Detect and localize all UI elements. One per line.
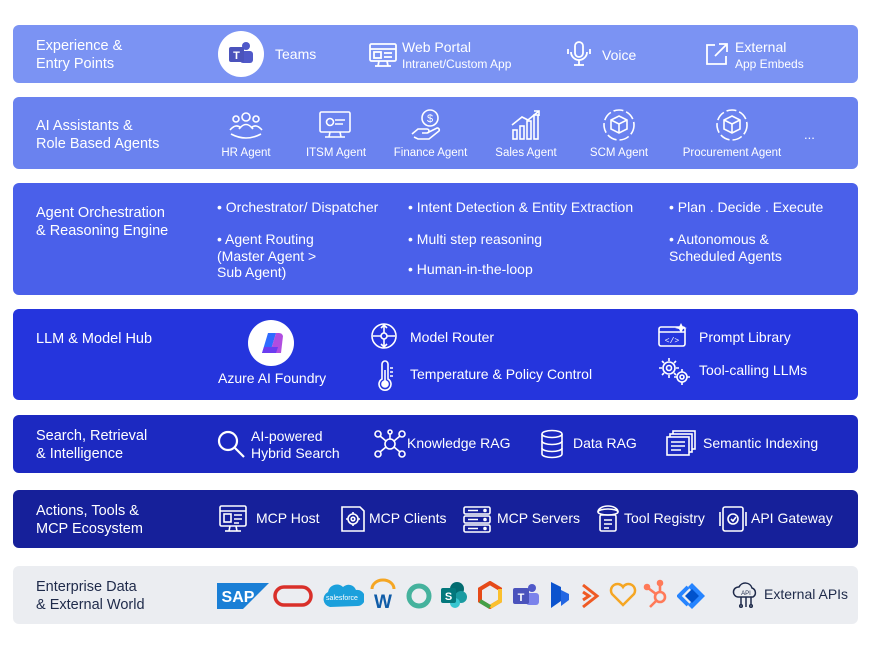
heart-logo xyxy=(609,582,637,608)
svg-text:API: API xyxy=(741,591,751,597)
agent-label: Sales Agent xyxy=(495,147,557,159)
dynamics-logo xyxy=(547,580,573,610)
bullet-human-in-loop: • Human-in-the-loop xyxy=(408,261,533,277)
bullet-orchestrator: • Orchestrator/ Dispatcher xyxy=(217,199,379,215)
salesforce-logo: salesforce xyxy=(320,581,364,611)
prompt-library-icon: </> xyxy=(657,322,689,350)
layer-title: Enterprise Data & External World xyxy=(36,579,145,613)
oracle-logo xyxy=(273,585,313,607)
web-portal-label: Web Portal xyxy=(402,39,471,55)
svg-text:SAP: SAP xyxy=(222,589,255,606)
model-router-label: Model Router xyxy=(410,329,495,345)
mcp-clients-label: MCP Clients xyxy=(369,510,447,526)
sap-logo: SAP xyxy=(217,583,269,609)
sharepoint-logo: S xyxy=(439,580,469,610)
svg-text:salesforce: salesforce xyxy=(326,595,358,602)
microphone-icon xyxy=(567,40,591,68)
tool-calling-label: Tool-calling LLMs xyxy=(699,362,808,378)
knowledge-graph-icon xyxy=(373,429,407,459)
web-portal-sub: Intranet/Custom App xyxy=(402,57,512,71)
layer-actions: Actions, Tools & MCP Ecosystem MCP Host … xyxy=(13,490,858,548)
svg-text:W: W xyxy=(374,592,392,612)
procurement-agent-icon xyxy=(714,107,750,143)
agent-label: Procurement Agent xyxy=(682,147,782,159)
gears-icon xyxy=(657,356,691,386)
layer-experience: Experience & Entry Points T Teams Web Po… xyxy=(13,25,858,83)
svg-text:$: $ xyxy=(427,113,433,125)
hubspot-logo xyxy=(643,579,671,611)
more-agents-ellipsis: ... xyxy=(804,127,815,142)
database-icon xyxy=(539,429,565,459)
workday-logo: W xyxy=(369,578,397,612)
bullet-intent-detection: • Intent Detection & Entity Extraction xyxy=(408,199,634,215)
data-rag-label: Data RAG xyxy=(573,435,637,451)
teams-logo: T xyxy=(511,581,541,609)
web-portal-icon xyxy=(368,41,398,69)
teams-label: Teams xyxy=(275,46,317,62)
external-link-icon xyxy=(704,41,730,67)
thermometer-icon xyxy=(375,360,395,392)
layer-title: Actions, Tools & MCP Ecosystem xyxy=(36,503,143,537)
search-icon xyxy=(216,429,246,459)
ring-logo xyxy=(405,582,433,610)
external-api-icon: API xyxy=(731,580,761,610)
tool-registry-label: Tool Registry xyxy=(624,510,705,526)
hr-agent-icon xyxy=(228,110,264,140)
mcp-servers-label: MCP Servers xyxy=(497,510,580,526)
azure-ai-foundry-logo xyxy=(248,320,294,366)
agent-label: SCM Agent xyxy=(589,147,649,159)
bullet-multi-step: • Multi step reasoning xyxy=(408,231,543,247)
finance-agent-icon: $ xyxy=(410,108,446,142)
voice-label: Voice xyxy=(602,47,637,63)
itsm-agent-icon xyxy=(318,110,352,140)
knowledge-rag-label: Knowledge RAG xyxy=(407,435,511,451)
layer-title: Agent Orchestration & Reasoning Engine xyxy=(36,205,169,239)
semantic-indexing-label: Semantic Indexing xyxy=(703,435,819,451)
api-gateway-icon xyxy=(718,504,748,534)
bullet-plan-decide: • Plan . Decide . Execute xyxy=(669,199,824,215)
bullet-agent-routing: • Agent Routing (Master Agent > Sub Agen… xyxy=(217,231,317,280)
layer-title: AI Assistants & Role Based Agents xyxy=(36,118,160,152)
layer-title: LLM & Model Hub xyxy=(36,331,153,347)
model-router-icon xyxy=(370,322,398,350)
svg-text:S: S xyxy=(445,591,452,603)
agent-label: ITSM Agent xyxy=(305,147,367,159)
svg-text:T: T xyxy=(233,50,240,62)
temperature-label: Temperature & Policy Control xyxy=(410,366,593,382)
mcp-host-icon xyxy=(218,504,248,534)
prompt-library-label: Prompt Library xyxy=(699,329,791,345)
mcp-clients-icon xyxy=(338,504,368,534)
layer-assistants: AI Assistants & Role Based Agents HR Age… xyxy=(13,97,858,169)
tool-registry-icon xyxy=(592,503,624,535)
external-label: External xyxy=(735,39,787,55)
bullet-autonomous: • Autonomous & Scheduled Agents xyxy=(669,231,782,264)
layer-llm-hub: LLM & Model Hub Azure AI Foundry Model R… xyxy=(13,309,858,400)
azure-ai-foundry-label: Azure AI Foundry xyxy=(218,370,327,386)
api-gateway-label: API Gateway xyxy=(751,510,833,526)
svg-text:</>: </> xyxy=(665,337,680,346)
agent-label: Finance Agent xyxy=(393,147,468,159)
office-logo xyxy=(476,581,504,609)
layer-title: Experience & Entry Points xyxy=(36,38,123,72)
external-sub: App Embeds xyxy=(735,57,804,71)
layer-title: Search, Retrieval & Intelligence xyxy=(36,428,148,462)
mcp-host-label: MCP Host xyxy=(256,510,320,526)
stack-icon xyxy=(665,429,697,459)
svg-text:T: T xyxy=(518,592,525,604)
layer-search: Search, Retrieval & Intelligence AI-powe… xyxy=(13,415,858,473)
chevron-logo xyxy=(579,582,603,610)
external-apis-label: External APIs xyxy=(764,586,849,602)
scm-agent-icon xyxy=(601,107,637,143)
agent-label: HR Agent xyxy=(221,147,271,159)
layer-orchestration: Agent Orchestration & Reasoning Engine •… xyxy=(13,183,858,295)
hybrid-search-label: AI-powered Hybrid Search xyxy=(251,428,340,461)
jira-logo xyxy=(677,581,707,611)
teams-icon: T xyxy=(218,31,264,77)
layer-enterprise: Enterprise Data & External World SAP sal… xyxy=(13,566,858,624)
sales-agent-icon xyxy=(509,108,543,142)
server-icon xyxy=(462,504,492,534)
